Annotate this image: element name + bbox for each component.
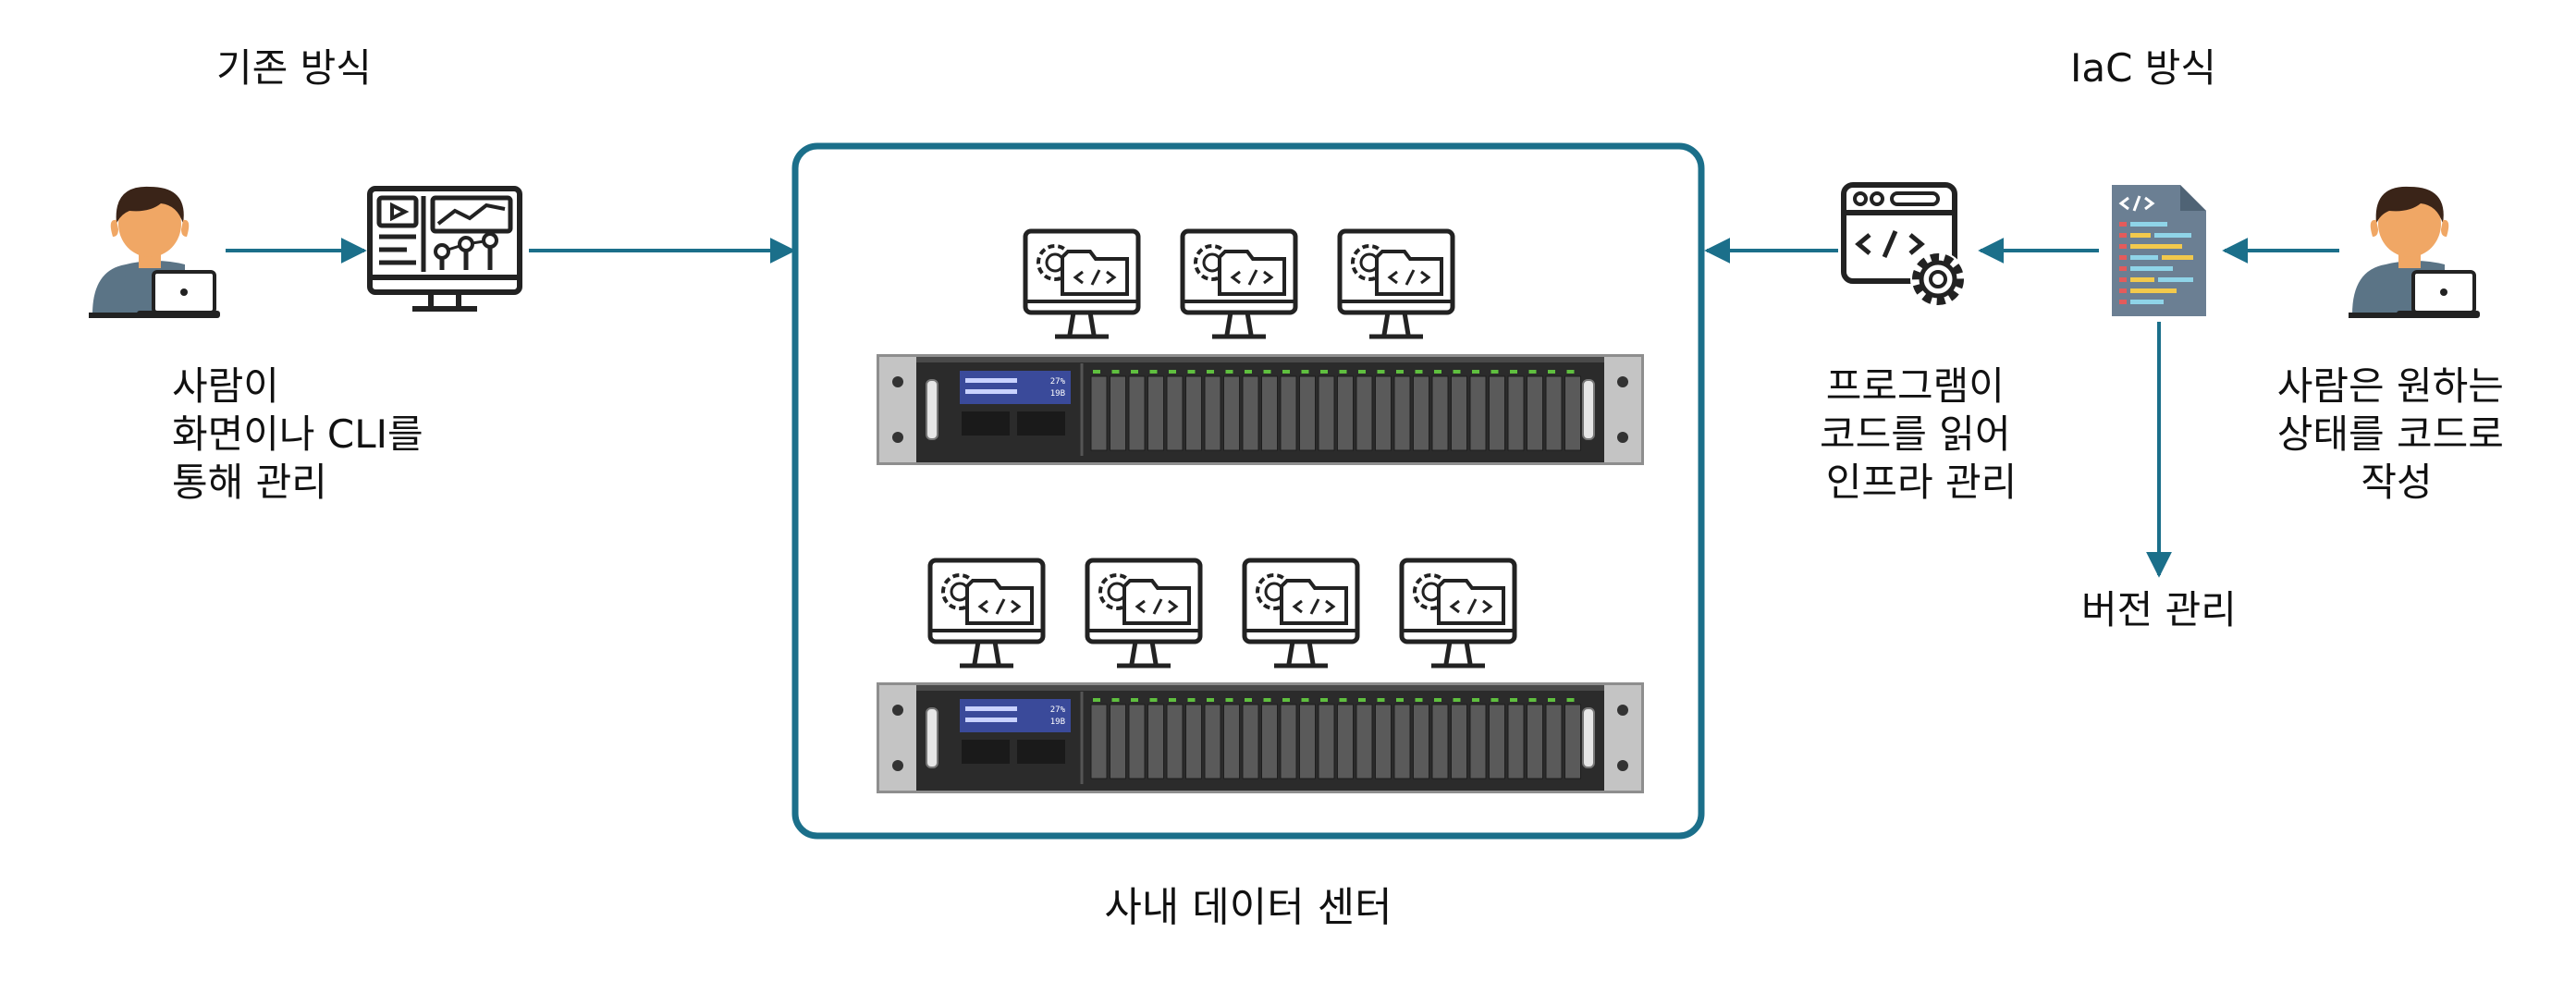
left-person-icon bbox=[87, 184, 222, 320]
left-caption-line-1: 사람이 bbox=[172, 363, 279, 409]
program-caption-line-3: 인프라 관리 bbox=[1826, 460, 2018, 505]
left-section-title: 기존 방식 bbox=[216, 45, 372, 91]
server-rack-top-icon bbox=[877, 354, 1644, 465]
person-caption: 사람은 원하는 상태를 코드로 작성 bbox=[2277, 363, 2517, 505]
right-section-title: IaC 방식 bbox=[2070, 45, 2216, 91]
right-person-icon bbox=[2347, 184, 2482, 320]
server-rack-bottom-icon bbox=[877, 682, 1644, 793]
person-caption-line-2: 상태를 코드로 bbox=[2277, 411, 2504, 457]
program-caption-line-1: 프로그램이 bbox=[1826, 363, 2005, 409]
person-caption-line-3: 작성 bbox=[2361, 460, 2432, 505]
left-caption: 사람이 화면이나 CLI를 통해 관리 bbox=[172, 363, 435, 505]
dashboard-icon bbox=[370, 189, 520, 309]
program-caption-line-2: 코드를 읽어 bbox=[1820, 411, 2011, 457]
code-gear-window-icon bbox=[1844, 185, 1966, 307]
left-caption-line-2: 화면이나 CLI를 bbox=[172, 411, 423, 457]
code-document-icon bbox=[2110, 183, 2208, 318]
person-caption-line-1: 사람은 원하는 bbox=[2277, 363, 2504, 409]
version-control-label: 버전 관리 bbox=[2081, 587, 2237, 632]
left-caption-line-3: 통해 관리 bbox=[172, 460, 327, 505]
datacenter-label: 사내 데이터 센터 bbox=[1104, 884, 1392, 931]
program-caption: 프로그램이 코드를 읽어 인프라 관리 bbox=[1820, 363, 2023, 505]
